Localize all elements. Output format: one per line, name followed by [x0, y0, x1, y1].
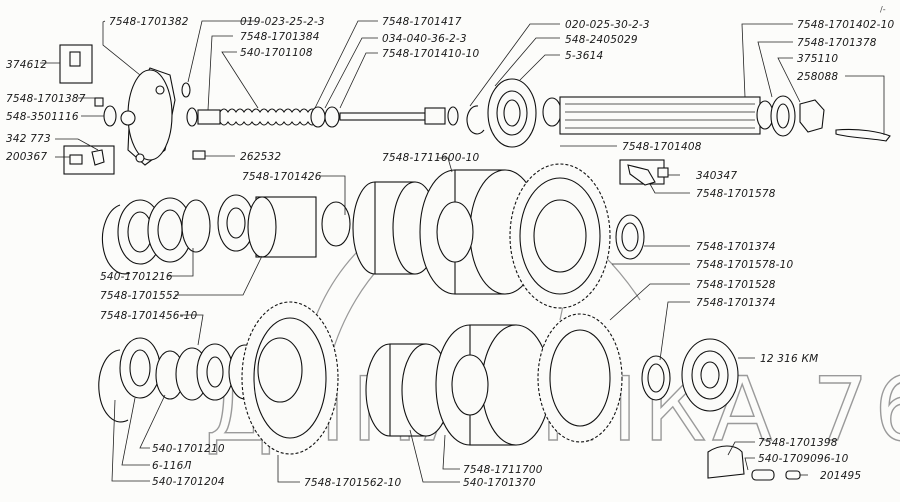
input-shaft-part [186, 106, 459, 128]
bearing-top-part [487, 78, 537, 148]
castle-nut-part [799, 99, 825, 133]
label-7548-1701387: 7548-1701387 [6, 93, 86, 105]
label-540-1709096-10: 540-1709096-10 [758, 453, 849, 465]
seal-ring-part [103, 105, 117, 127]
label-7548-1701578: 7548-1701578 [696, 188, 776, 200]
label-375110: 375110 [797, 53, 838, 65]
label-7548-1701562-10: 7548-1701562-10 [304, 477, 402, 489]
label-7548-1701402-10: 7548-1701402-10 [797, 19, 895, 31]
label-020-025-30-2-3: 020-025-30-2-3 [565, 19, 650, 31]
label-262532: 262532 [240, 151, 281, 163]
label-340347: 340347 [696, 170, 737, 182]
cotter-pin-part [835, 128, 891, 142]
label-7548-1701578-10: 7548-1701578-10 [696, 259, 794, 271]
leader-lines [40, 20, 885, 483]
snap-ring-part [466, 105, 485, 135]
bearing2-bottom-part [196, 343, 234, 401]
label-7548-1701426: 7548-1701426 [242, 171, 322, 183]
spline-shaft-part [542, 96, 774, 135]
label-342773: 342 773 [6, 133, 51, 145]
label-019-023-25-2-3: 019-023-25-2-3 [240, 16, 325, 28]
fitting-part [59, 44, 93, 84]
large-gear-bottom-part [241, 301, 339, 455]
corner-mark: /- [880, 5, 886, 14]
label-201495: 201495 [820, 470, 861, 482]
label-7548-1701410-10: 7548-1701410-10 [382, 48, 480, 60]
large-gear-bottom2-part [537, 313, 623, 443]
spacer-ring-mid-part [615, 214, 645, 260]
plug-part [94, 97, 104, 107]
label-7548-1701374-b: 7548-1701374 [696, 297, 776, 309]
label-7548-1701384: 7548-1701384 [240, 31, 320, 43]
label-540-1701204: 540-1701204 [152, 476, 225, 488]
bracket-bottom-part [707, 445, 801, 481]
bolt-washer-part [63, 145, 115, 175]
label-034-040-36-2-3: 034-040-36-2-3 [382, 33, 467, 45]
label-7548-1701552: 7548-1701552 [100, 290, 180, 302]
bracket-top-part [619, 159, 669, 186]
label-7548-1701528: 7548-1701528 [696, 279, 776, 291]
washer-part [770, 95, 796, 137]
label-548-2405029: 548-2405029 [565, 34, 638, 46]
large-gear-mid-part [509, 163, 611, 309]
label-7548-1701378: 7548-1701378 [797, 37, 877, 49]
snap-ring-mid-part [101, 204, 131, 275]
label-540-1701210: 540-1701210 [152, 443, 225, 455]
label-7548-1701408: 7548-1701408 [622, 141, 702, 153]
label-12316km: 12 316 КМ [760, 353, 818, 365]
o-ring-part [181, 82, 191, 98]
label-540-1701108: 540-1701108 [240, 47, 313, 59]
bearing-gear-mid-part [217, 194, 351, 258]
label-7548-1701398: 7548-1701398 [758, 437, 838, 449]
label-258088: 258088 [797, 71, 838, 83]
snap-ring-bottom-part [98, 349, 129, 423]
label-200367: 200367 [6, 151, 47, 163]
label-6-116l: 6-116Л [152, 460, 192, 472]
bearing-bottom-part [119, 337, 161, 399]
label-7548-1701417: 7548-1701417 [382, 16, 462, 28]
spacer-ring-bottom-part [641, 355, 671, 401]
label-7548-1701374-a: 7548-1701374 [696, 241, 776, 253]
label-548-3501116: 548-3501116 [6, 111, 79, 123]
flange-part [120, 67, 176, 166]
label-5-3614: 5-3614 [565, 50, 603, 62]
label-7548-1711600-10: 7548-1711600-10 [382, 152, 480, 164]
label-374612: 374612 [6, 59, 47, 71]
label-7548-1701382: 7548-1701382 [109, 16, 189, 28]
label-540-1701216: 540-1701216 [100, 271, 173, 283]
clip-part [192, 150, 206, 160]
bearing-12316km-part [681, 338, 739, 412]
drum-bottom-part [435, 324, 551, 446]
label-540-1701370: 540-1701370 [463, 477, 536, 489]
bearing-pair-mid-part [117, 197, 211, 265]
label-7548-1701456-10: 7548-1701456-10 [100, 310, 198, 322]
label-7548-1711700: 7548-1711700 [463, 464, 543, 476]
